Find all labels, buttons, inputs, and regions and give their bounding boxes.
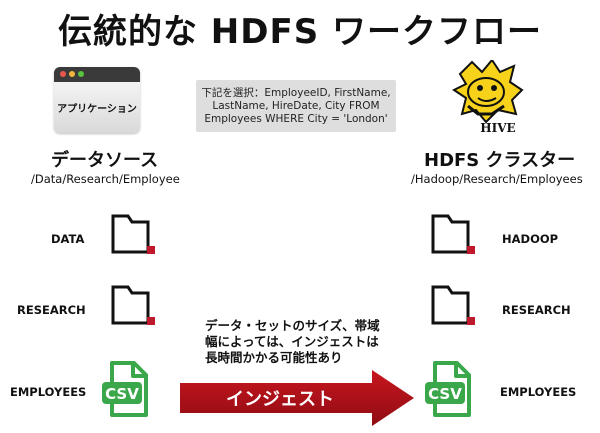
csv-file-type: CSV bbox=[428, 385, 462, 403]
folder-label-data: DATA bbox=[51, 232, 85, 246]
source-path: /Data/Research/Employee bbox=[31, 172, 180, 186]
csv-file-type: CSV bbox=[105, 385, 139, 403]
folder-icon bbox=[111, 214, 155, 254]
note-line: データ・セットのサイズ、帯域 bbox=[205, 318, 380, 333]
folder-label-research: RESEARCH bbox=[17, 303, 86, 317]
csv-file-icon: CSV bbox=[425, 361, 471, 417]
note-line: 長時間かかる可能性あり bbox=[205, 350, 343, 365]
folder-label-hadoop: HADOOP bbox=[502, 232, 559, 246]
close-dot-icon bbox=[60, 71, 66, 77]
folder-icon bbox=[431, 214, 475, 254]
destination-path: /Hadoop/Research/Employees bbox=[411, 172, 583, 186]
application-window-icon: アプリケーション bbox=[54, 67, 140, 133]
ingest-arrow: インジェスト bbox=[180, 370, 414, 426]
minimize-dot-icon bbox=[69, 71, 75, 77]
file-label-employees: EMPLOYEES bbox=[500, 385, 577, 399]
query-line: Employees WHERE City = 'London' bbox=[204, 112, 388, 125]
csv-file-icon: CSV bbox=[102, 361, 148, 417]
maximize-dot-icon bbox=[78, 71, 84, 77]
page-title: 伝統的な HDFS ワークフロー bbox=[57, 12, 543, 52]
folder-label-research: RESEARCH bbox=[502, 303, 571, 317]
note-line: 幅によっては、インジェストは bbox=[205, 334, 379, 349]
destination-title: HDFS クラスター bbox=[424, 150, 576, 171]
window-titlebar bbox=[54, 67, 140, 82]
hive-logo-icon: HIVE bbox=[452, 60, 524, 135]
source-title: データソース bbox=[51, 150, 159, 171]
query-box: 下記を選択：EmployeeID, FirstName, LastName, H… bbox=[196, 80, 396, 132]
folder-icon bbox=[111, 285, 155, 325]
application-label: アプリケーション bbox=[54, 82, 140, 133]
query-line: 下記を選択：EmployeeID, FirstName, bbox=[201, 86, 391, 99]
folder-icon bbox=[431, 285, 475, 325]
ingest-arrow-label: インジェスト bbox=[226, 389, 334, 410]
query-line: LastName, HireDate, City FROM bbox=[212, 99, 380, 112]
file-label-employees: EMPLOYEES bbox=[10, 385, 87, 399]
ingest-note: データ・セットのサイズ、帯域 幅によっては、インジェストは 長時間かかる可能性あ… bbox=[205, 318, 405, 366]
hive-logo-text: HIVE bbox=[480, 121, 515, 135]
